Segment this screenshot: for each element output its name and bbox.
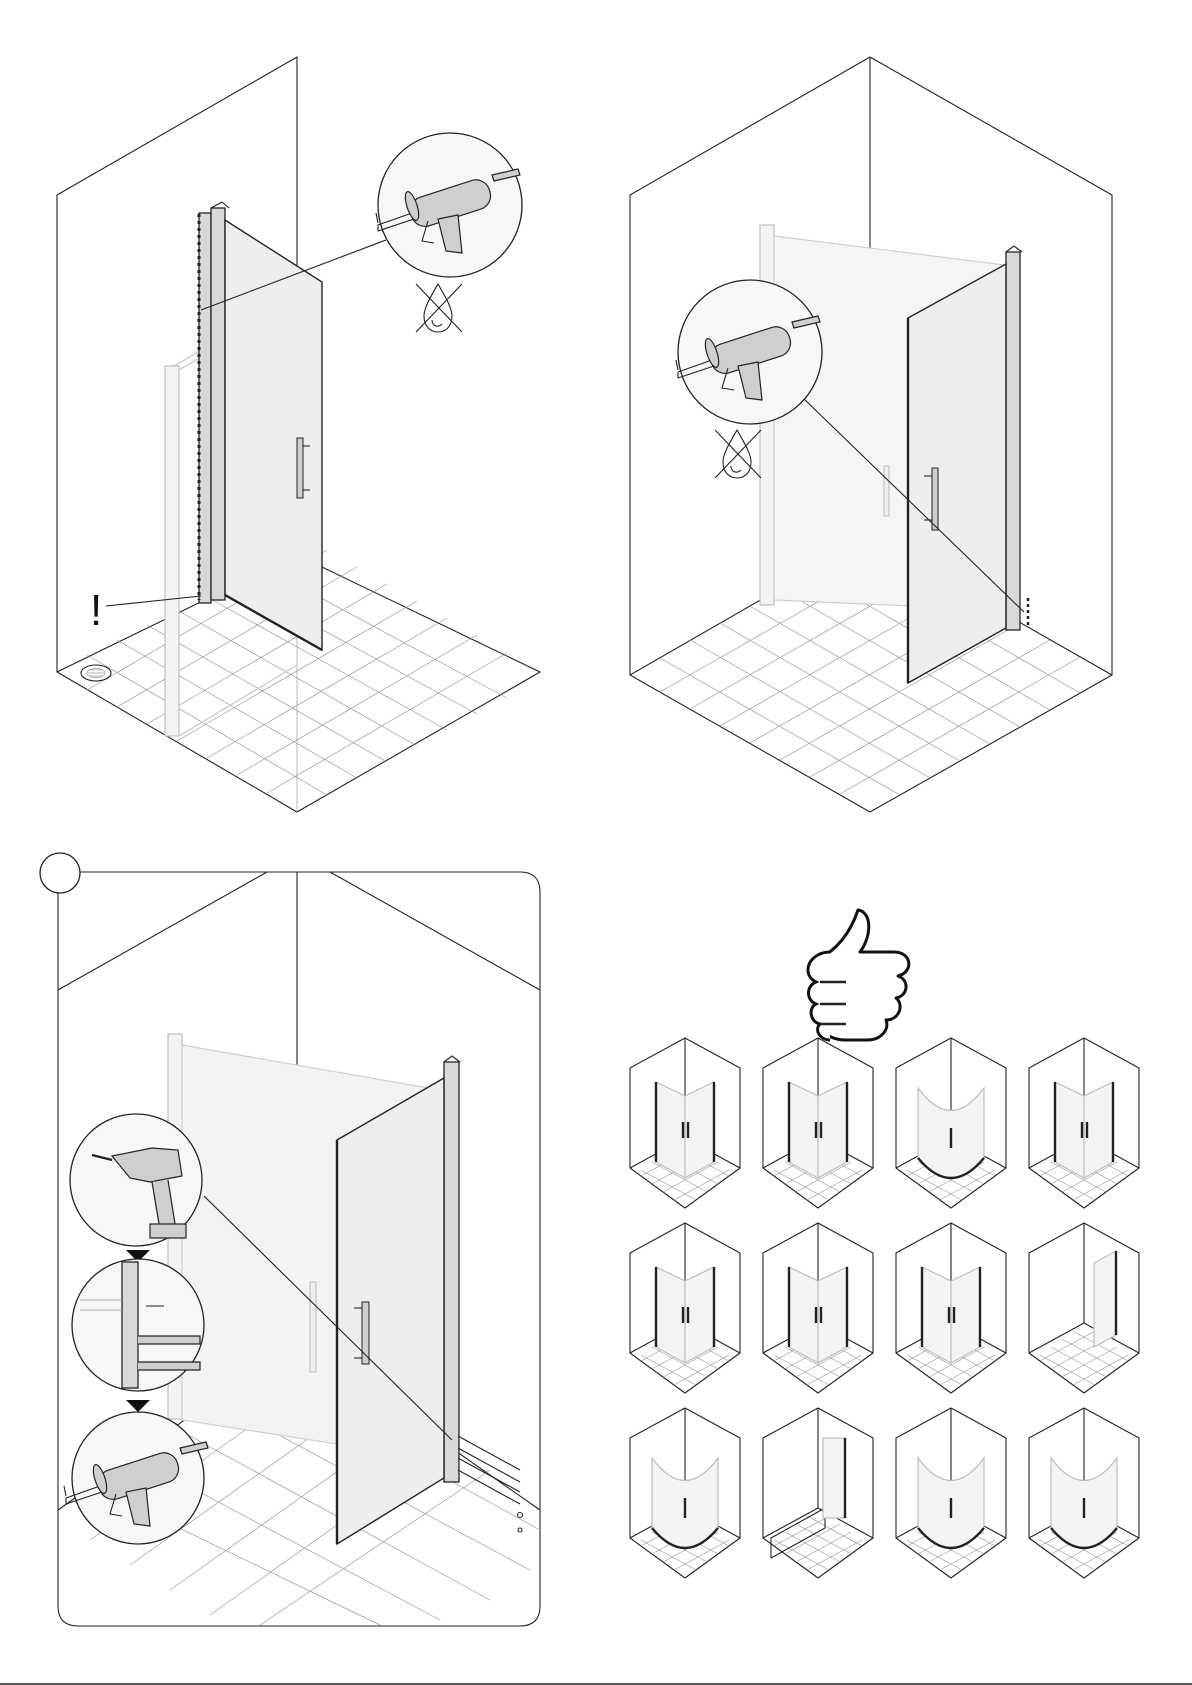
step-drill-and-seal — [40, 853, 540, 1626]
wall-profile — [1006, 252, 1020, 630]
door-handle — [297, 438, 303, 498]
hinge-profile — [211, 208, 225, 600]
variant-niche-double-door-side — [630, 1223, 740, 1393]
door-glass — [908, 264, 1006, 683]
variant-round-quadrant — [896, 1408, 1006, 1578]
variant-niche-pin-door — [763, 1223, 873, 1393]
drain-icon — [81, 665, 111, 681]
variant-curved-walk-in — [630, 1408, 740, 1578]
variant-niche-double-door — [1029, 1038, 1139, 1208]
warning-mark: ! — [90, 586, 102, 635]
variant-corner-hinged-pin — [763, 1038, 873, 1208]
variant-corner-side-panel — [896, 1223, 1006, 1393]
variant-round-enclosure — [1029, 1408, 1139, 1578]
wall-profile — [199, 213, 211, 603]
variant-thumbnails — [630, 1038, 1139, 1578]
no-water-icon — [416, 284, 462, 332]
step-number-badge — [40, 853, 80, 893]
no-water-icon — [715, 430, 761, 478]
variant-quadrant-double — [896, 1038, 1006, 1208]
door-glass — [225, 220, 322, 650]
adjacent-panel-ghost — [165, 366, 179, 736]
step-seal-wall-profile: ! — [57, 57, 540, 812]
step-finished — [630, 910, 1139, 1578]
step-seal-opposite-profile — [630, 57, 1112, 812]
variant-walk-in-pin — [1029, 1223, 1139, 1393]
arrow-down-icon — [126, 1400, 150, 1412]
variant-bath-screen — [763, 1408, 873, 1578]
thumbs-up-icon — [808, 910, 909, 1040]
door-glass — [337, 1078, 444, 1544]
door-handle — [932, 468, 938, 530]
wall-profile — [444, 1062, 459, 1482]
variant-corner-double-door — [630, 1038, 740, 1208]
